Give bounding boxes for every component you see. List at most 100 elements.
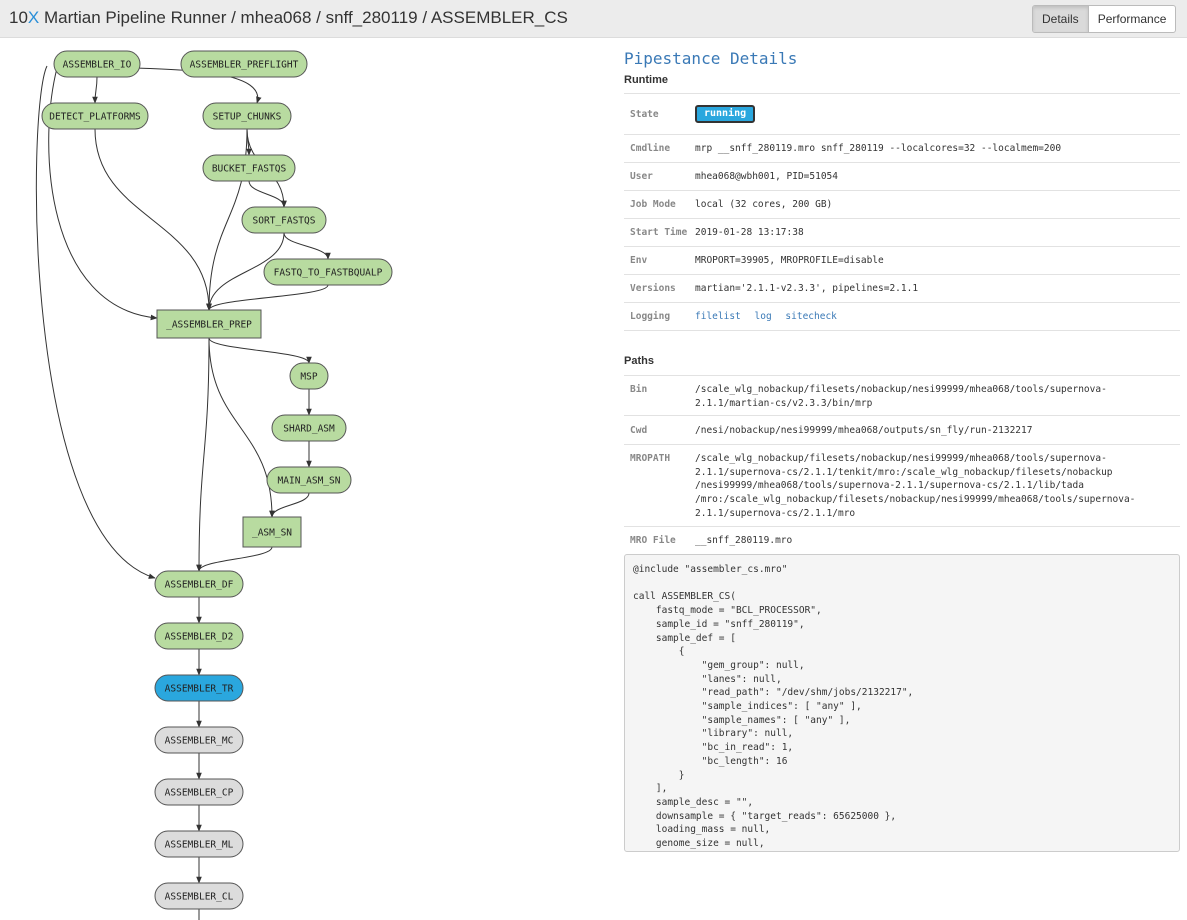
node-shape bbox=[154, 778, 244, 806]
node-assembler_df[interactable]: ASSEMBLER_DF bbox=[154, 570, 244, 598]
mropath-value: /scale_wlg_nobackup/filesets/nobackup/ne… bbox=[695, 453, 1136, 519]
status-badge: running bbox=[695, 105, 756, 123]
node-main_asm_sn[interactable]: MAIN_ASM_SN bbox=[266, 466, 352, 494]
page-title: 10X Martian Pipeline Runner / mhea068 / … bbox=[9, 8, 568, 28]
paths-heading: Paths bbox=[624, 355, 654, 367]
node-asm_sn[interactable]: _ASM_SN bbox=[242, 516, 302, 548]
log-link[interactable]: log bbox=[754, 311, 772, 322]
graph-edges bbox=[35, 65, 331, 920]
edge-bucket_fastqs-to-sort_fastqs bbox=[248, 180, 287, 208]
details-panel: Pipestance Details Runtime State running… bbox=[624, 38, 1180, 852]
state-row: State running bbox=[624, 94, 1180, 135]
node-msp[interactable]: MSP bbox=[289, 362, 329, 390]
node-label: DETECT_PLATFORMS bbox=[49, 112, 141, 123]
node-shape bbox=[41, 102, 149, 130]
node-assembler_prep[interactable]: _ASSEMBLER_PREP bbox=[156, 309, 262, 339]
node-label: ASSEMBLER_ML bbox=[165, 840, 234, 851]
edge-fastq_to_fastbqualp-to-_assembler_prep bbox=[206, 284, 329, 311]
node-detect_platforms[interactable]: DETECT_PLATFORMS bbox=[41, 102, 149, 130]
bin-value: /scale_wlg_nobackup/filesets/nobackup/ne… bbox=[695, 384, 1107, 409]
edge-sort_fastqs-to-fastq_to_fastbqualp bbox=[283, 232, 331, 260]
node-assembler_mc[interactable]: ASSEMBLER_MC bbox=[154, 726, 244, 754]
graph-nodes: ASSEMBLER_IO ASSEMBLER_PREFLIGHT DETECT_PL… bbox=[41, 50, 393, 910]
starttime-label: Start Time bbox=[630, 227, 688, 238]
brand-x: X bbox=[27, 8, 40, 27]
node-label: ASSEMBLER_PREFLIGHT bbox=[190, 60, 299, 71]
view-tabs: Details Performance bbox=[1032, 5, 1177, 33]
node-shape bbox=[241, 206, 327, 234]
node-assembler_ml[interactable]: ASSEMBLER_ML bbox=[154, 830, 244, 858]
node-assembler_tr[interactable]: ASSEMBLER_TR bbox=[154, 674, 244, 702]
node-shape bbox=[242, 516, 302, 548]
cwd-row: Cwd /nesi/nobackup/nesi99999/mhea068/out… bbox=[624, 416, 1180, 445]
node-setup_chunks[interactable]: SETUP_CHUNKS bbox=[202, 102, 292, 130]
env-label: Env bbox=[630, 255, 648, 266]
versions-row: Versions martian='2.1.1-v2.3.3', pipelin… bbox=[624, 275, 1180, 303]
starttime-value: 2019-01-28 13:17:38 bbox=[695, 227, 804, 238]
cmdline-label: Cmdline bbox=[630, 143, 671, 154]
sitecheck-link[interactable]: sitecheck bbox=[785, 311, 837, 322]
versions-value: martian='2.1.1-v2.3.3', pipelines=2.1.1 bbox=[695, 283, 919, 294]
node-shape bbox=[202, 154, 296, 182]
node-shape bbox=[154, 622, 244, 650]
node-shard_asm[interactable]: SHARD_ASM bbox=[271, 414, 347, 442]
node-assembler_d2[interactable]: ASSEMBLER_D2 bbox=[154, 622, 244, 650]
jobmode-row: Job Mode local (32 cores, 200 GB) bbox=[624, 191, 1180, 219]
mrofile-row: MRO File __snff_280119.mro bbox=[624, 527, 1180, 554]
node-label: ASSEMBLER_CP bbox=[165, 788, 234, 799]
node-label: ASSEMBLER_DF bbox=[165, 580, 234, 591]
runtime-table: State running Cmdline mrp __snff_280119.… bbox=[624, 93, 1180, 331]
node-shape bbox=[180, 50, 308, 78]
starttime-row: Start Time 2019-01-28 13:17:38 bbox=[624, 219, 1180, 247]
node-sort_fastqs[interactable]: SORT_FASTQS bbox=[241, 206, 327, 234]
user-label: User bbox=[630, 171, 653, 182]
edge-assembler_io-to-detect_platforms bbox=[92, 76, 98, 104]
filelist-link[interactable]: filelist bbox=[695, 311, 741, 322]
node-shape bbox=[156, 309, 262, 339]
edge-detect_platforms-to-_assembler_prep bbox=[94, 128, 212, 311]
mrofile-label: MRO File bbox=[630, 535, 676, 546]
node-bucket_fastqs[interactable]: BUCKET_FASTQS bbox=[202, 154, 296, 182]
jobmode-label: Job Mode bbox=[630, 199, 676, 210]
env-row: Env MROPORT=39905, MROPROFILE=disable bbox=[624, 247, 1180, 275]
node-assembler_cp[interactable]: ASSEMBLER_CP bbox=[154, 778, 244, 806]
cwd-label: Cwd bbox=[630, 424, 648, 436]
state-label: State bbox=[630, 108, 659, 120]
bin-row: Bin /scale_wlg_nobackup/filesets/nobacku… bbox=[624, 376, 1180, 416]
node-shape bbox=[263, 258, 393, 286]
logging-row: Logging filelist log sitecheck bbox=[624, 303, 1180, 331]
node-shape bbox=[266, 466, 352, 494]
cmdline-value: mrp __snff_280119.mro snff_280119 --loca… bbox=[695, 143, 1062, 154]
cmdline-row: Cmdline mrp __snff_280119.mro snff_28011… bbox=[624, 135, 1180, 163]
node-shape bbox=[271, 414, 347, 442]
bin-label: Bin bbox=[630, 384, 648, 395]
runtime-heading: Runtime bbox=[624, 74, 668, 86]
paths-table: Bin /scale_wlg_nobackup/filesets/nobacku… bbox=[624, 375, 1180, 554]
tab-performance[interactable]: Performance bbox=[1097, 12, 1167, 26]
node-label: ASSEMBLER_CL bbox=[165, 892, 234, 903]
brand-prefix: 10 bbox=[9, 8, 28, 27]
cwd-value: /nesi/nobackup/nesi99999/mhea068/outputs… bbox=[695, 424, 1033, 436]
user-value: mhea068@wbh001, PID=51054 bbox=[695, 171, 838, 182]
node-shape bbox=[289, 362, 329, 390]
mropath-row: MROPATH /scale_wlg_nobackup/filesets/nob… bbox=[624, 445, 1180, 527]
node-shape bbox=[154, 674, 244, 702]
node-shape bbox=[154, 882, 244, 910]
node-assembler_io[interactable]: ASSEMBLER_IO bbox=[53, 50, 141, 78]
edge-_assembler_prep-to-msp bbox=[208, 337, 312, 364]
node-shape bbox=[154, 570, 244, 598]
tab-details[interactable]: Details bbox=[1033, 6, 1089, 32]
edge-_assembler_prep-to-assembler_df bbox=[196, 337, 210, 572]
node-shape bbox=[154, 726, 244, 754]
env-value: MROPORT=39905, MROPROFILE=disable bbox=[695, 255, 884, 266]
node-fastq_to_fastbqualp[interactable]: FASTQ_TO_FASTBQUALP bbox=[263, 258, 393, 286]
edge-assembler_io-to-assembler_df bbox=[35, 65, 156, 579]
node-label: ASSEMBLER_IO bbox=[63, 60, 132, 71]
node-label: ASSEMBLER_MC bbox=[165, 736, 234, 747]
node-assembler_cl[interactable]: ASSEMBLER_CL bbox=[154, 882, 244, 910]
node-label: SETUP_CHUNKS bbox=[213, 112, 282, 123]
breadcrumb: Martian Pipeline Runner / mhea068 / snff… bbox=[39, 8, 568, 27]
mro-source-block: @include "assembler_cs.mro" call ASSEMBL… bbox=[624, 554, 1180, 852]
node-label: MSP bbox=[300, 372, 317, 383]
node-assembler_preflight[interactable]: ASSEMBLER_PREFLIGHT bbox=[180, 50, 308, 78]
